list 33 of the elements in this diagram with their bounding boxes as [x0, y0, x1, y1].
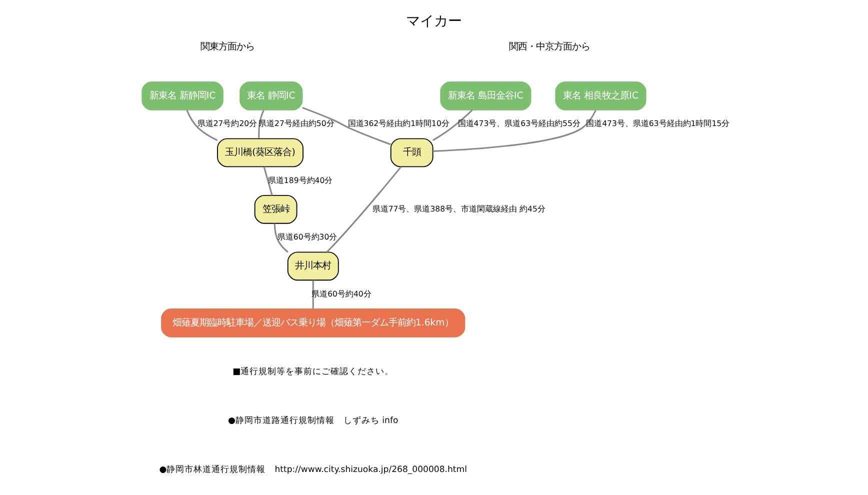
connector [274, 224, 288, 253]
edge-label: 県道27号経由約50分 [258, 119, 334, 128]
label: 関東方面から [200, 41, 255, 52]
node-box: 玉川橋(葵区落合) [217, 138, 304, 168]
node-box: 新東名 島田金谷IC [440, 81, 532, 110]
node-box: 井川本村 [287, 252, 339, 281]
label: ●静岡市道路通行規制情報 しずみち info [228, 416, 398, 426]
connector [312, 280, 314, 309]
diagram-title: マイカー [406, 13, 462, 30]
label: ●静岡市林道通行規制情報 http://www.city.shizuoka.jp/268_000008.html [159, 464, 467, 475]
edge-label: 県道27号約20分 [197, 119, 258, 128]
node-box: 千頭 [390, 138, 434, 168]
connector [302, 106, 391, 146]
edge-label: 県道60号約40分 [312, 289, 372, 298]
label: ■通行規制等を事前にご確認ください。 [232, 367, 394, 378]
edge-label: 国道362号経由約1時間10分 [348, 119, 450, 128]
label: 関西・中京方面から [508, 41, 590, 52]
node-box: 東名 静岡IC [240, 81, 303, 110]
connector [432, 110, 596, 152]
connector [326, 166, 402, 253]
node-box: 畑薙夏期臨時駐車場／送迎バス乗り場（畑薙第一ダム手前約1.6km） [161, 308, 466, 338]
connector [263, 166, 273, 196]
edge-label: 国道473号、県道63号経由約1時間15分 [586, 119, 730, 128]
edge-label: 国道473号、県道63号経由約55分 [458, 119, 580, 128]
node-box: 笠張峠 [254, 194, 298, 224]
edge-label: 県道77号、県道388号、市道閑蔵線経由 約45分 [372, 204, 546, 214]
connector [258, 110, 264, 138]
node-box: 東名 相良牧之原IC [555, 81, 646, 110]
edge-label: 県道60号約30分 [277, 232, 338, 242]
edge-label: 県道189号約40分 [268, 176, 333, 185]
node-box: 新東名 新静岡IC [142, 81, 224, 110]
connector [432, 110, 473, 141]
connector [186, 110, 218, 141]
